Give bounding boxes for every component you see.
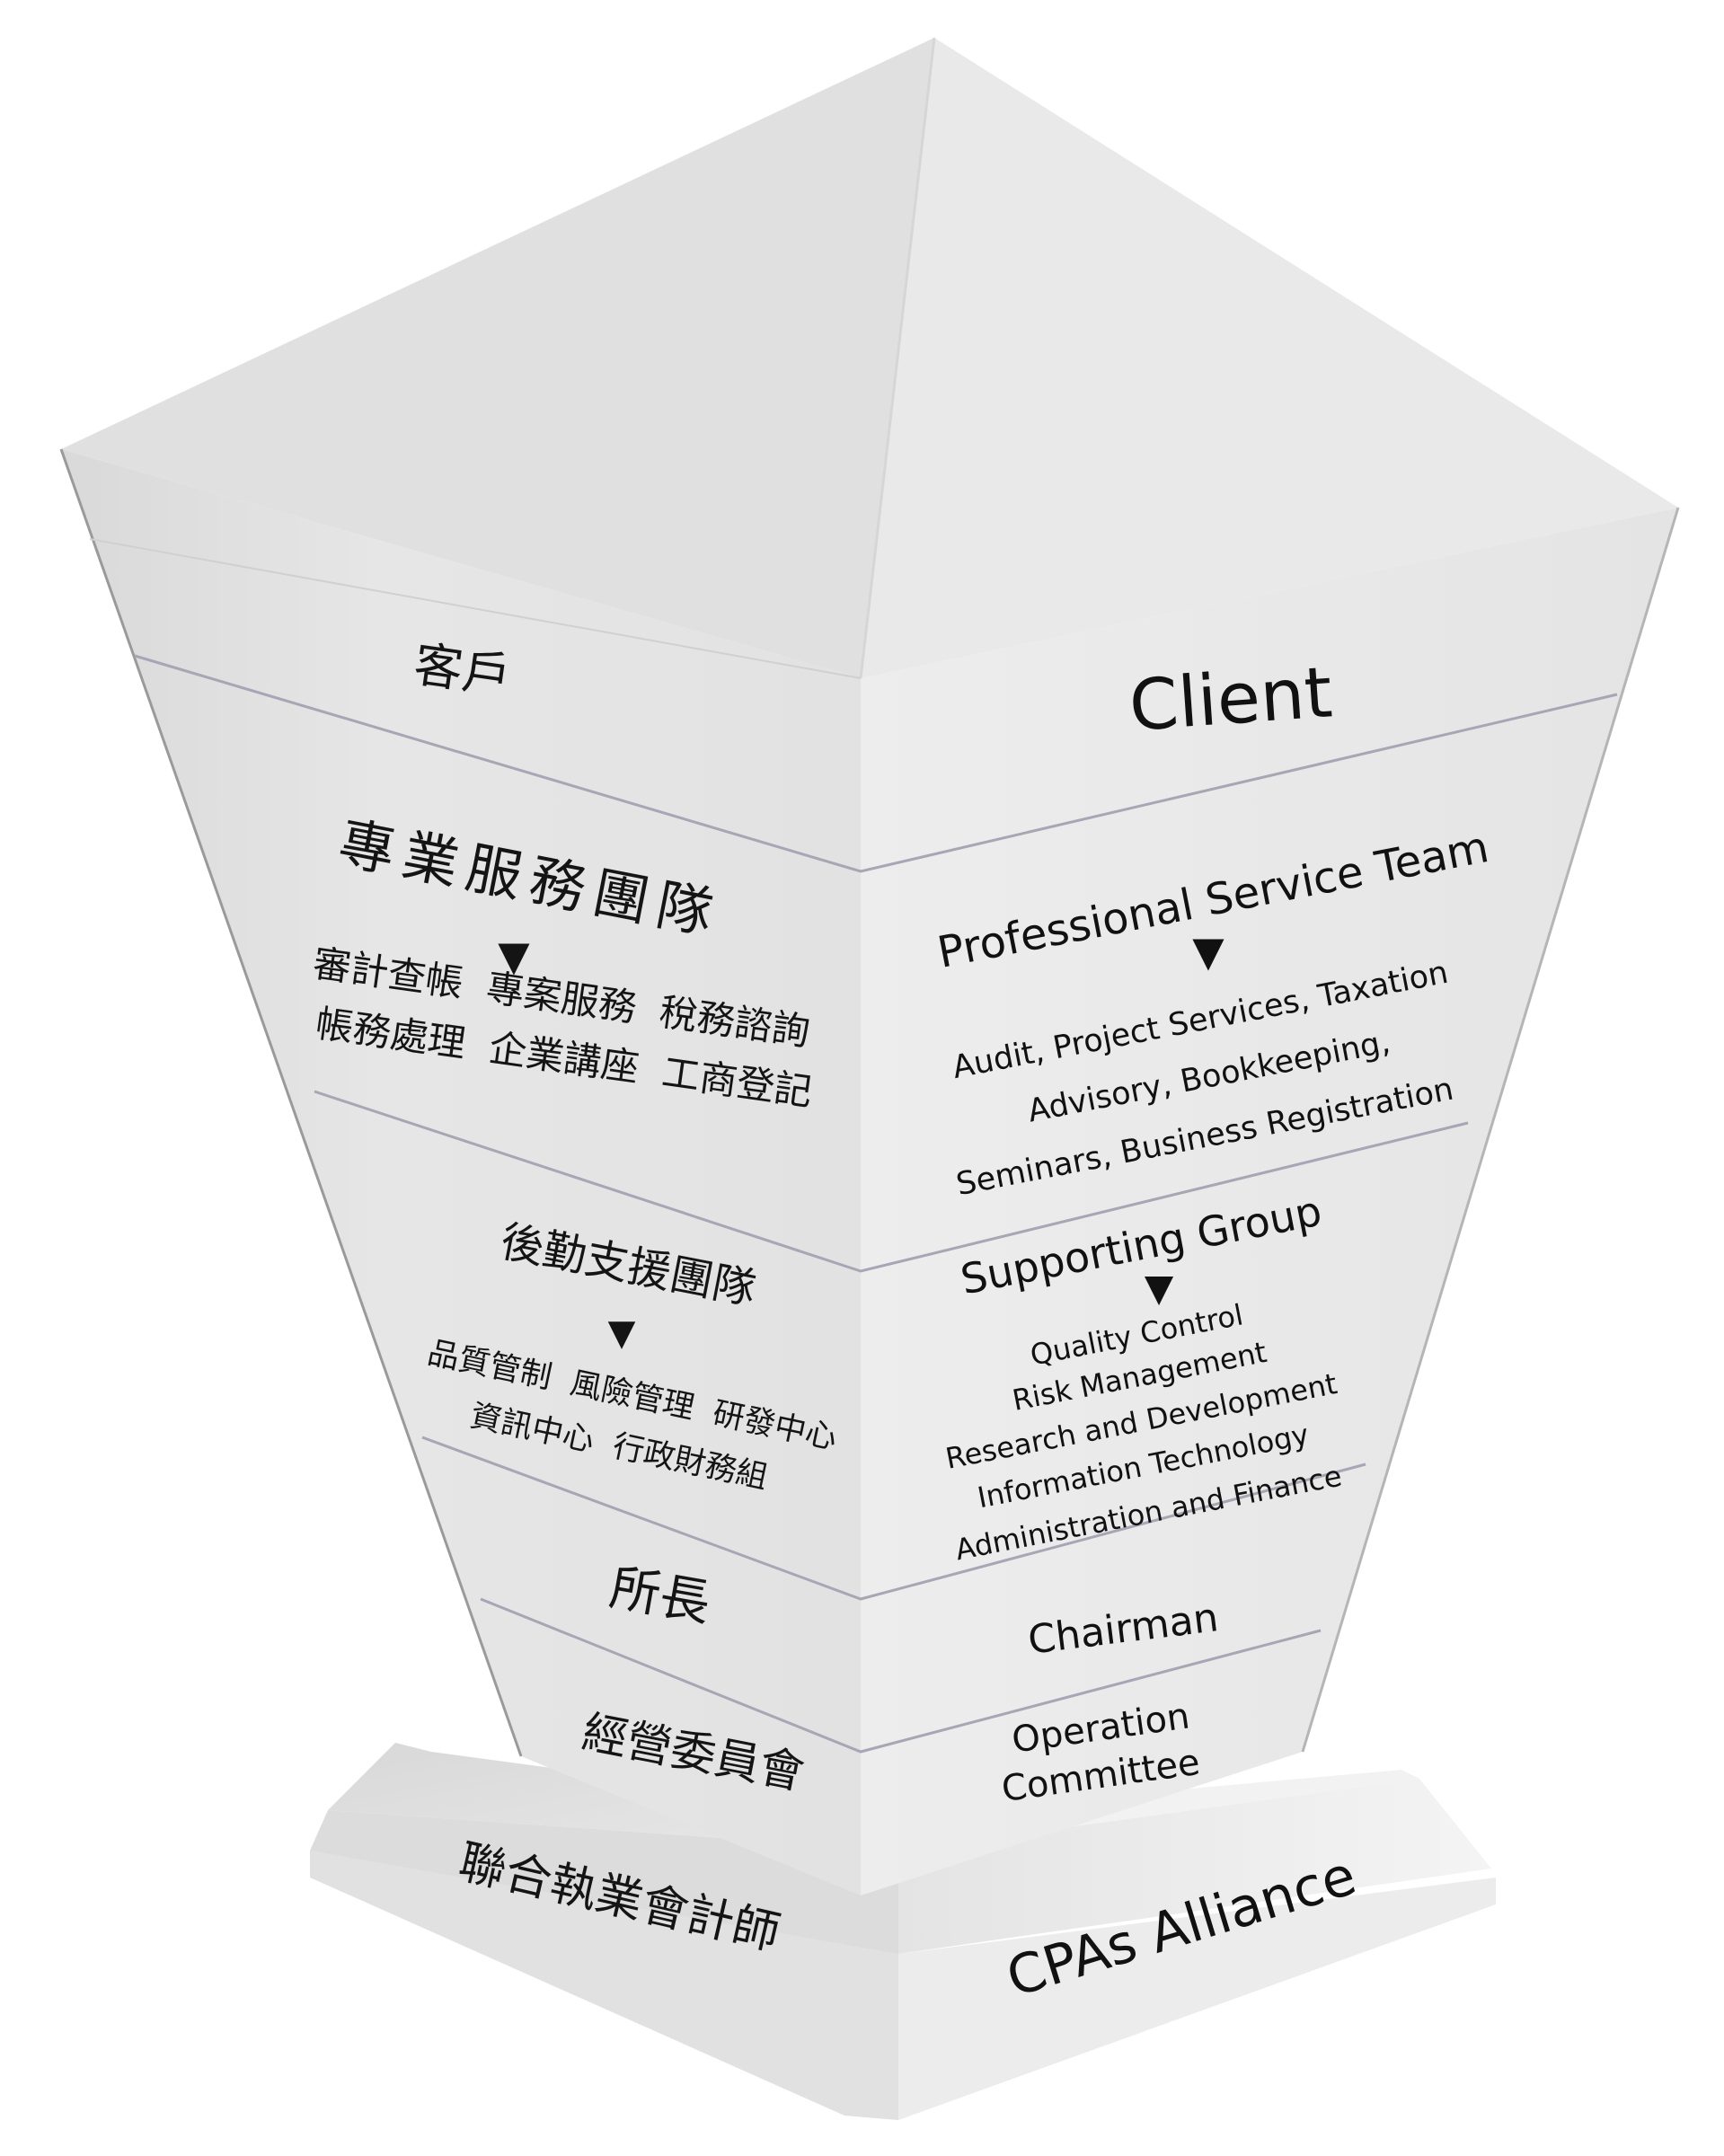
client-zh-label: 客戶 [411,636,515,705]
top-right-facet [861,38,1678,678]
client-en-label: Client [1127,652,1335,747]
client-faint-line [89,538,862,679]
supporting-en-arrow: ▼ [1145,1266,1174,1310]
divider-supporting [421,1436,1366,1601]
base-plinth [310,1743,1496,2120]
professional-en-arrow: ▼ [1192,927,1224,976]
base-left-side [310,1851,898,2120]
top-ridge [859,37,936,679]
funnel-right-edge [1301,507,1680,1753]
layer-dividers [134,654,1618,1754]
divider-professional [314,1090,1469,1273]
supporting-zh-arrow: ▼ [608,1312,636,1354]
base-right-side [898,1878,1496,2120]
divider-client [134,654,1618,873]
divider-chairman [480,1597,1322,1754]
funnel-right-face [861,508,1678,1895]
professional-zh-arrow: ▼ [498,932,530,980]
top-left-facet [61,38,934,678]
base-right-face [898,1779,1491,1954]
funnel-left-edge [59,448,523,1757]
